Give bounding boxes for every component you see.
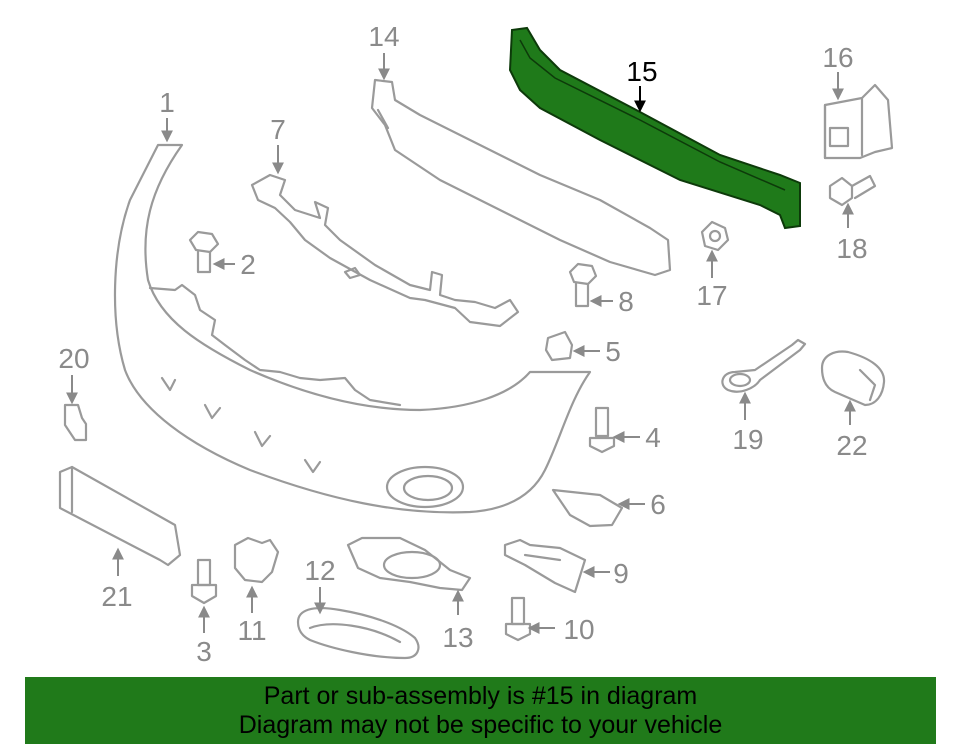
part-8-bolt (568, 262, 598, 308)
callout-labels: 1 2 3 4 5 6 7 8 9 10 11 12 13 14 15 16 1… (58, 21, 867, 667)
callout-13: 13 (442, 622, 473, 653)
callout-16: 16 (822, 42, 853, 73)
part-1-bumper-cover (113, 143, 592, 514)
callout-3: 3 (196, 636, 212, 667)
banner-line-2: Diagram may not be specific to your vehi… (238, 711, 723, 739)
part-11-bracket (233, 536, 280, 584)
part-16-sensor (823, 83, 894, 160)
callout-15: 15 (626, 56, 657, 87)
part-22-cap (820, 350, 886, 407)
callout-4: 4 (645, 422, 661, 453)
part-5-clip (544, 330, 574, 362)
leader-lines (66, 53, 856, 634)
part-20-bracket (63, 403, 88, 442)
info-banner: Part or sub-assembly is #15 in diagram D… (25, 677, 936, 744)
part-7-bracket (250, 173, 520, 328)
part-15-reinforcement-bar (508, 26, 801, 230)
callout-11: 11 (237, 615, 266, 646)
part-14-absorber (370, 78, 672, 277)
part-10-bolt (504, 596, 532, 642)
callout-5: 5 (605, 336, 621, 367)
part-17-nut (700, 220, 730, 252)
part-13-bezel (346, 536, 472, 592)
callout-6: 6 (650, 489, 666, 520)
callout-14: 14 (368, 21, 399, 52)
part-4-bolt (588, 406, 616, 454)
callout-1: 1 (159, 87, 175, 118)
part-3-bolt (190, 558, 218, 605)
part-2-bolt (188, 230, 220, 274)
callout-12: 12 (304, 555, 335, 586)
callout-19: 19 (732, 424, 763, 455)
part-18-bolt (828, 174, 877, 207)
banner-line-1: Part or sub-assembly is #15 in diagram (263, 682, 698, 710)
part-6-trim (551, 488, 624, 528)
callout-21: 21 (101, 581, 132, 612)
callout-20: 20 (58, 343, 89, 374)
part-19-tow-hook (721, 338, 807, 393)
part-21-panel (58, 465, 182, 567)
callout-18: 18 (836, 233, 867, 264)
callout-7: 7 (270, 114, 286, 145)
callout-8: 8 (618, 286, 634, 317)
callout-9: 9 (613, 558, 629, 589)
part-9-bracket (503, 538, 587, 594)
callout-2: 2 (240, 249, 256, 280)
callout-10: 10 (563, 614, 594, 645)
callout-22: 22 (836, 430, 867, 461)
callout-17: 17 (696, 280, 727, 311)
part-12-fog-lamp (296, 606, 420, 660)
